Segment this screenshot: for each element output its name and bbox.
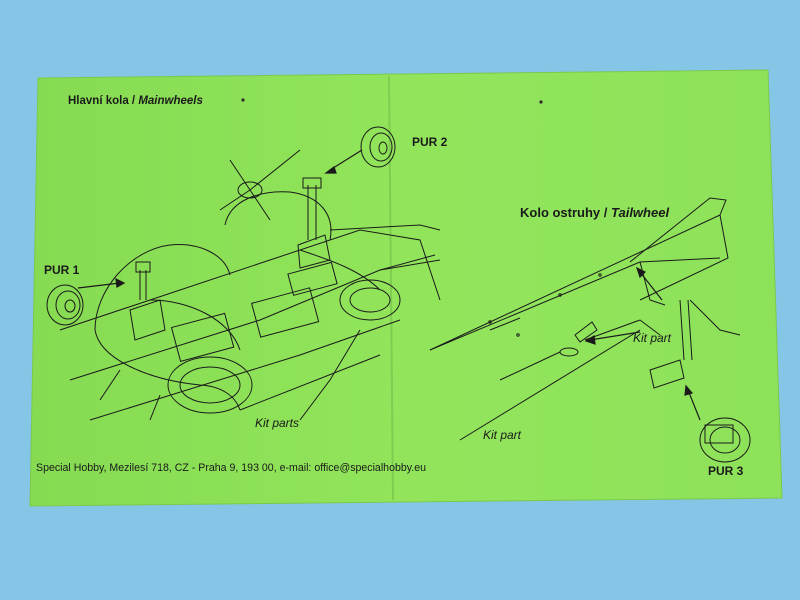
tailwheel-title-en: Tailwheel [611,205,670,220]
pur1-label: PUR 1 [44,263,80,277]
tailwheel-title: Kolo ostruhy / Tailwheel [520,205,669,220]
mainwheels-title: Hlavní kola / Mainwheels [68,95,203,107]
pur1-wheel-drawing [46,284,84,326]
pur2-label: PUR 2 [412,135,448,149]
pur3-wheel-drawing [699,417,751,463]
kit-part-label-lower: Kit part [483,428,522,442]
staple-hole [241,98,245,102]
footer-contact: Special Hobby, Mezilesí 718, CZ - Praha … [36,462,426,474]
tailwheel-title-cz: Kolo ostruhy / [520,205,608,220]
paper-fold [388,75,394,501]
paper-sheet [29,69,783,507]
arrow [77,149,363,289]
arrow [584,266,701,421]
kit-part-label-upper: Kit part [633,331,672,345]
aircraft-mainwheel-drawing [59,149,441,421]
mainwheels-title-en: Mainwheels [138,95,203,107]
pur3-label: PUR 3 [708,464,744,478]
pur2-wheel-drawing [360,126,396,168]
staple-hole [539,100,543,104]
tailwheel-drawing [429,197,741,441]
mainwheels-title-cz: Hlavní kola / [68,95,136,107]
kit-parts-label: Kit parts [255,416,300,430]
